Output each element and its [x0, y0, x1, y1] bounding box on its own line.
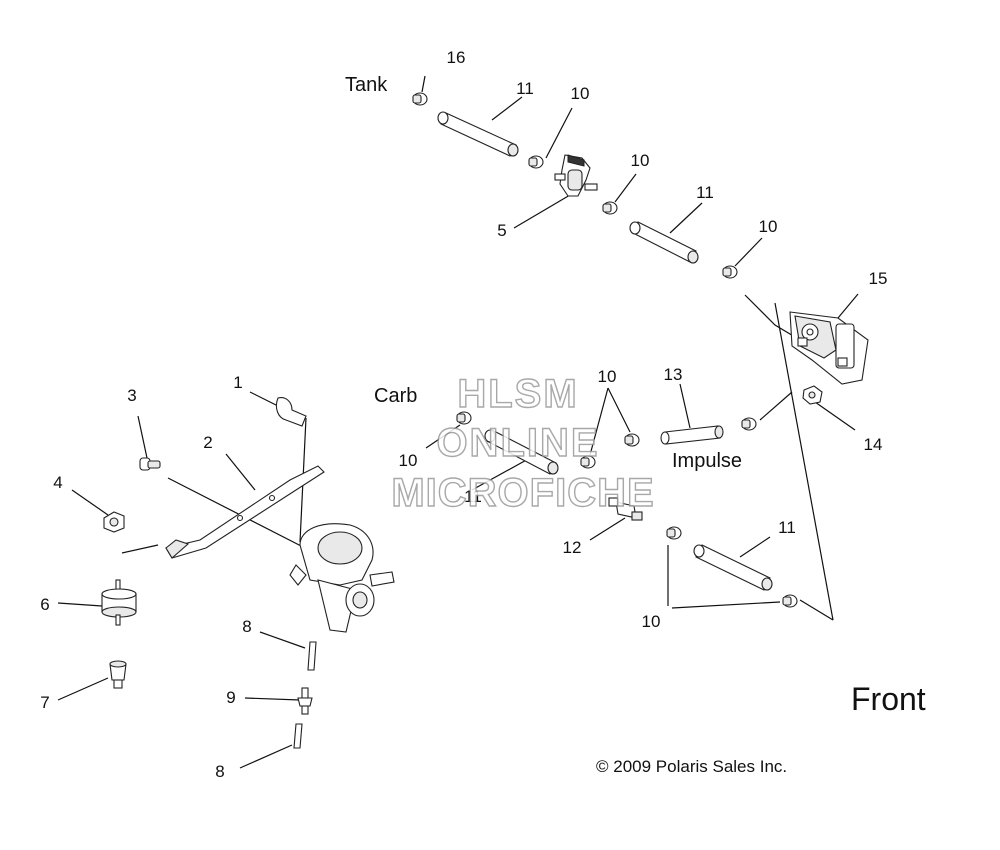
- callout-6: 6: [40, 595, 49, 614]
- callout-7: 7: [40, 693, 49, 712]
- grommet-7: [109, 660, 127, 689]
- watermark-line-3: MICROFICHE: [391, 471, 654, 515]
- watermark: HLSM ONLINE MICROFICHE: [391, 371, 655, 515]
- copyright-text: © 2009 Polaris Sales Inc.: [596, 757, 787, 776]
- fitting-9: [297, 687, 313, 715]
- watermark-line-1: HLSM: [457, 372, 578, 416]
- fuel-pump-15: [789, 311, 869, 385]
- hose-11-lower: [693, 544, 773, 591]
- clamp-10-h: [782, 594, 798, 608]
- callout-4: 4: [53, 473, 62, 492]
- callout-11: 11: [778, 518, 796, 537]
- callout-9: 9: [226, 688, 235, 707]
- hose-11-carb: [484, 429, 559, 475]
- callout-15: 15: [869, 269, 888, 288]
- nut-4: [103, 511, 125, 533]
- callout-13: 13: [664, 365, 683, 384]
- callout-10: 10: [759, 217, 778, 236]
- callout-10: 10: [399, 451, 418, 470]
- callout-2: 2: [203, 433, 212, 452]
- clamp-10-g: [666, 526, 682, 540]
- callout-3: 3: [127, 386, 136, 405]
- hose-13: [660, 425, 724, 445]
- callout-11: 11: [464, 487, 482, 506]
- clamp-10-c: [722, 265, 738, 279]
- callout-8: 8: [242, 617, 251, 636]
- callout-10: 10: [598, 367, 617, 386]
- callout-8: 8: [215, 762, 224, 781]
- label-impulse: Impulse: [672, 450, 742, 472]
- clamp-10-d: [741, 417, 757, 431]
- bracket-2: [165, 465, 325, 559]
- hose-11-mid: [629, 221, 699, 264]
- label-tank: Tank: [345, 74, 388, 96]
- shutoff-valve-5: [554, 154, 598, 197]
- callout-11: 11: [516, 79, 534, 98]
- callout-5: 5: [497, 221, 506, 240]
- clamp-10-carb: [456, 411, 472, 425]
- vent-hose-1: [275, 397, 307, 427]
- fuel-filter-12: [608, 497, 643, 521]
- label-carb: Carb: [374, 385, 417, 407]
- clamp-10-b: [602, 201, 618, 215]
- clamp-10-a: [528, 155, 544, 169]
- pin-8-bottom: [293, 723, 303, 749]
- label-front: Front: [851, 681, 926, 717]
- callout-16: 16: [447, 48, 466, 67]
- callout-numbers: 16 11 10 5 10 11 10 15 14 13 10 10 11 12…: [40, 48, 887, 781]
- mount-6: [101, 579, 137, 626]
- pin-8-top: [307, 641, 317, 671]
- callout-12: 12: [563, 538, 582, 557]
- callout-10: 10: [571, 84, 590, 103]
- callout-10: 10: [642, 612, 661, 631]
- callout-10: 10: [631, 151, 650, 170]
- nut-14: [802, 385, 823, 405]
- clamp-10-e: [624, 433, 640, 447]
- callout-1: 1: [233, 373, 242, 392]
- callout-11: 11: [696, 183, 714, 202]
- clamp-10-f: [580, 455, 596, 469]
- hose-11-top: [437, 111, 519, 157]
- callout-14: 14: [864, 435, 883, 454]
- bolt-3: [139, 457, 161, 471]
- watermark-line-2: ONLINE: [436, 421, 599, 465]
- carburetor: [289, 523, 395, 633]
- clamp-16: [412, 92, 428, 106]
